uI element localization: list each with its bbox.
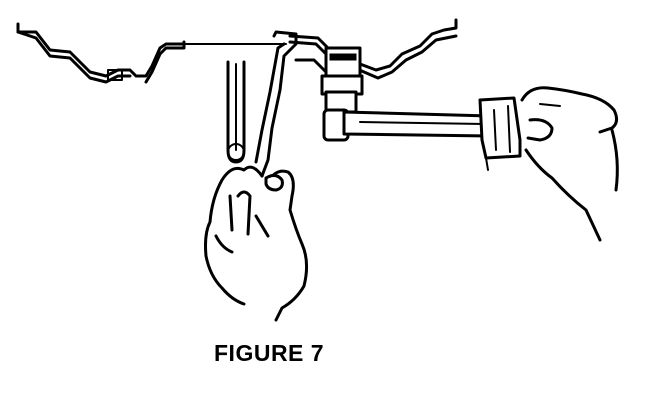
right-hand bbox=[520, 86, 619, 242]
hub-assembly bbox=[320, 46, 364, 142]
left-hand bbox=[204, 165, 309, 322]
wrench-tool bbox=[342, 96, 522, 171]
figure-caption: FIGURE 7 bbox=[214, 340, 325, 366]
wheel-rim-right bbox=[288, 18, 458, 80]
wheel-rim-left bbox=[16, 22, 186, 84]
valve-slot bbox=[226, 60, 246, 164]
mounting-bar bbox=[254, 30, 298, 178]
